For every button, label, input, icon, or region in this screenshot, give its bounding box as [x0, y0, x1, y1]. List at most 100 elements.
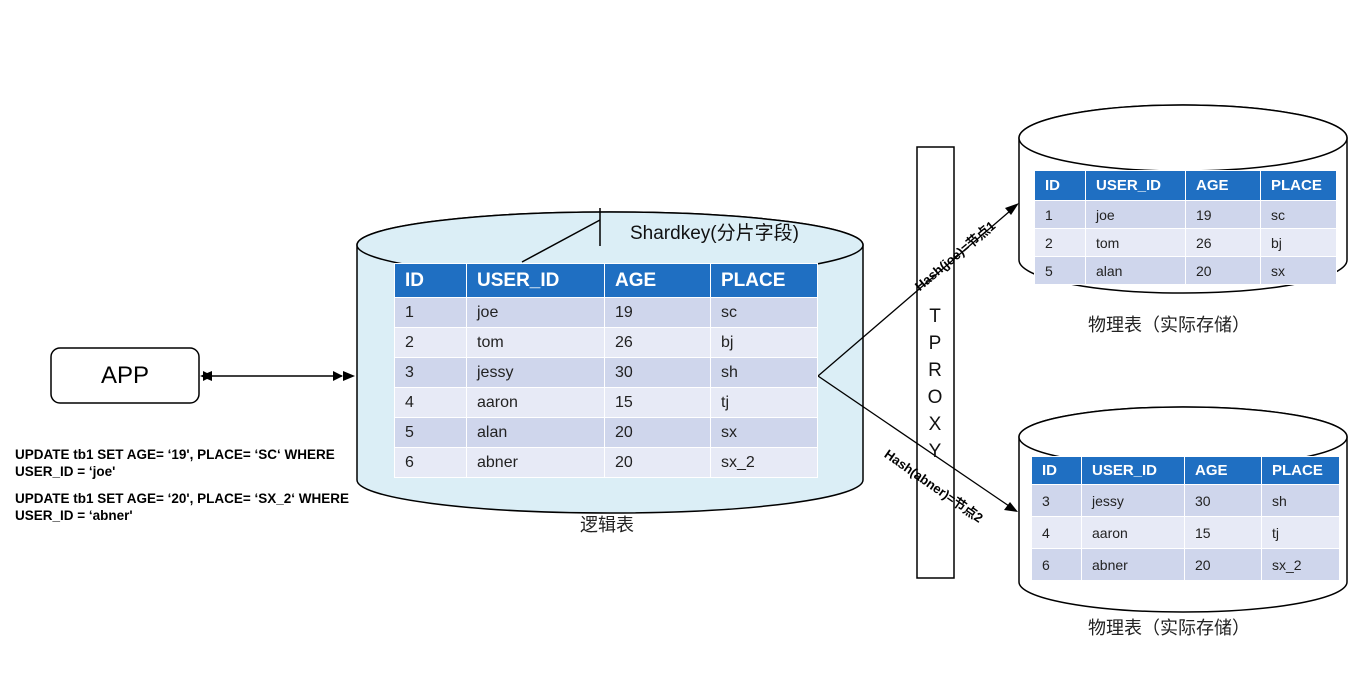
table-row: 4 aaron 15 tj — [1031, 516, 1340, 549]
cell-id: 4 — [1031, 516, 1082, 549]
tproxy-letter: P — [928, 333, 942, 354]
column-header-place: PLACE — [1260, 170, 1337, 201]
column-header-user-id: USER_ID — [1081, 456, 1185, 485]
cell-user-id: abner — [466, 447, 605, 478]
cell-place: bj — [1260, 228, 1337, 257]
cell-place: sx — [1260, 256, 1337, 285]
column-header-user-id: USER_ID — [466, 263, 605, 298]
cell-age: 26 — [1185, 228, 1261, 257]
cell-place: tj — [1261, 516, 1340, 549]
table-row: 2 tom 26 bj — [394, 327, 818, 358]
cell-place: tj — [710, 387, 818, 418]
table-row: 6 abner 20 sx_2 — [1031, 548, 1340, 581]
table-row: 3 jessy 30 sh — [1031, 484, 1340, 517]
table-row: 4 aaron 15 tj — [394, 387, 818, 418]
cell-place: sx_2 — [1261, 548, 1340, 581]
cell-user-id: alan — [466, 417, 605, 448]
sql-statement-1-line1: UPDATE tb1 SET AGE= ‘19', PLACE= ‘SC‘ WH… — [15, 447, 335, 462]
column-header-place: PLACE — [1261, 456, 1340, 485]
cell-id: 4 — [394, 387, 467, 418]
cell-user-id: tom — [1085, 228, 1186, 257]
cell-user-id: alan — [1085, 256, 1186, 285]
table-row: 2 tom 26 bj — [1034, 228, 1337, 257]
node1-table-header: ID USER_ID AGE PLACE — [1034, 170, 1337, 201]
cell-id: 5 — [1034, 256, 1086, 285]
cell-age: 20 — [604, 447, 711, 478]
cell-id: 6 — [394, 447, 467, 478]
table-row: 5 alan 20 sx — [394, 417, 818, 448]
shardkey-callout — [521, 208, 601, 263]
cell-user-id: jessy — [1081, 484, 1185, 517]
column-header-place: PLACE — [710, 263, 818, 298]
cell-place: bj — [710, 327, 818, 358]
tproxy-box — [916, 146, 955, 579]
sql-statement-2-line2: USER_ID = ‘abner' — [15, 508, 133, 523]
logical-table: ID USER_ID AGE PLACE 1 joe 19 sc 2 tom 2… — [394, 263, 818, 478]
node2-table: ID USER_ID AGE PLACE 3 jessy 30 sh 4 aar… — [1031, 456, 1340, 581]
cell-age: 30 — [604, 357, 711, 388]
arrow-right-head — [343, 371, 355, 381]
cell-id: 3 — [1031, 484, 1082, 517]
node2-caption: 物理表（实际存储） — [1088, 618, 1250, 638]
logical-table-header: ID USER_ID AGE PLACE — [394, 263, 818, 298]
cell-age: 20 — [1185, 256, 1261, 285]
route-arrowhead-node2 — [1004, 502, 1018, 512]
tproxy-letter: R — [928, 360, 942, 381]
column-header-id: ID — [1034, 170, 1086, 201]
column-header-id: ID — [394, 263, 467, 298]
tproxy-letter: O — [927, 387, 943, 408]
column-header-id: ID — [1031, 456, 1082, 485]
cell-age: 19 — [1185, 200, 1261, 229]
node2-table-header: ID USER_ID AGE PLACE — [1031, 456, 1340, 485]
tproxy-letter: T — [929, 306, 941, 327]
cell-place: sh — [710, 357, 818, 388]
cell-id: 2 — [1034, 228, 1086, 257]
cell-user-id: aaron — [466, 387, 605, 418]
sql-statement-2: UPDATE tb1 SET AGE= ‘20', PLACE= ‘SX_2‘ … — [15, 490, 349, 524]
column-header-user-id: USER_ID — [1085, 170, 1186, 201]
route-arrow-node1 — [817, 210, 1011, 377]
cell-user-id: jessy — [466, 357, 605, 388]
cell-user-id: joe — [1085, 200, 1186, 229]
sql-statement-2-line1: UPDATE tb1 SET AGE= ‘20', PLACE= ‘SX_2‘ … — [15, 491, 350, 506]
app-label: APP — [100, 362, 150, 389]
cell-user-id: joe — [466, 297, 605, 328]
cell-id: 6 — [1031, 548, 1082, 581]
tproxy-label: T P R O X Y — [918, 303, 952, 465]
app-box[interactable] — [50, 347, 200, 404]
cell-place: sc — [1260, 200, 1337, 229]
cell-place: sx — [710, 417, 818, 448]
cell-age: 20 — [604, 417, 711, 448]
column-header-age: AGE — [1185, 170, 1261, 201]
table-row: 6 abner 20 sx_2 — [394, 447, 818, 478]
cell-id: 5 — [394, 417, 467, 448]
column-header-age: AGE — [604, 263, 711, 298]
cell-user-id: aaron — [1081, 516, 1185, 549]
cell-age: 20 — [1184, 548, 1262, 581]
cell-user-id: tom — [466, 327, 605, 358]
table-row: 1 joe 19 sc — [1034, 200, 1337, 229]
logical-table-caption: 逻辑表 — [580, 515, 634, 535]
cell-age: 26 — [604, 327, 711, 358]
cell-place: sh — [1261, 484, 1340, 517]
cell-id: 2 — [394, 327, 467, 358]
cell-id: 3 — [394, 357, 467, 388]
sql-statement-1: UPDATE tb1 SET AGE= ‘19', PLACE= ‘SC‘ WH… — [15, 446, 335, 480]
cell-place: sx_2 — [710, 447, 818, 478]
arrow-left-head — [200, 371, 212, 381]
cell-age: 19 — [604, 297, 711, 328]
sql-statement-1-line2: USER_ID = ‘joe' — [15, 464, 116, 479]
table-row: 5 alan 20 sx — [1034, 256, 1337, 285]
cell-id: 1 — [1034, 200, 1086, 229]
cell-age: 15 — [604, 387, 711, 418]
tproxy-letter: X — [928, 414, 942, 435]
column-header-age: AGE — [1184, 456, 1262, 485]
node1-caption: 物理表（实际存储） — [1088, 315, 1250, 335]
shardkey-label: Shardkey(分片字段) — [630, 223, 799, 244]
cell-place: sc — [710, 297, 818, 328]
cell-age: 15 — [1184, 516, 1262, 549]
cell-user-id: abner — [1081, 548, 1185, 581]
node1-table: ID USER_ID AGE PLACE 1 joe 19 sc 2 tom 2… — [1034, 170, 1337, 285]
cell-age: 30 — [1184, 484, 1262, 517]
cell-id: 1 — [394, 297, 467, 328]
